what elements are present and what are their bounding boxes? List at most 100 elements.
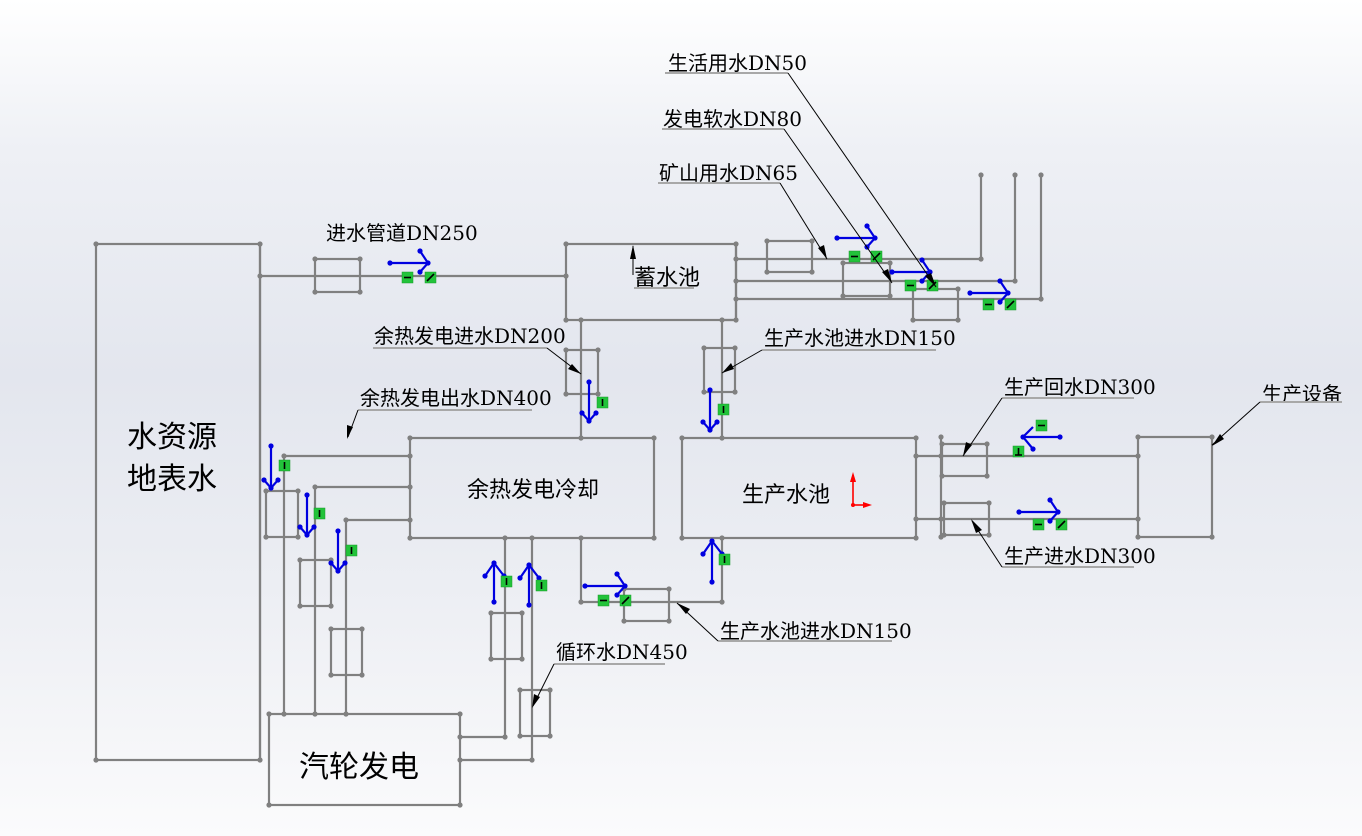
pipe-node [563, 317, 569, 323]
production-pool-label: 生产水池 [742, 483, 830, 508]
inlet-pipe-label: 进水管道DN250 [326, 221, 478, 245]
waste-heat-inlet-label: 余热发电进水DN200 [374, 324, 566, 348]
relation-badge-coincident[interactable] [1055, 518, 1068, 531]
pipe-node [529, 757, 535, 763]
relation-badge-horizontal[interactable] [848, 250, 861, 263]
pipe-node [257, 757, 263, 763]
pipe-node [1012, 172, 1018, 178]
relation-badge-vertical[interactable] [345, 544, 358, 557]
pipe-node [266, 711, 272, 717]
pipe-node [984, 441, 990, 447]
flow-arrow-up-icon [700, 538, 725, 585]
pipe-node [457, 757, 463, 763]
production-pool-block[interactable]: 生产水池 [680, 436, 918, 540]
relation-badge-vertical[interactable] [278, 459, 291, 472]
relation-badge-vertical[interactable] [535, 579, 548, 592]
production-pool-inlet-top-label: 生产水池进水DN150 [764, 326, 956, 350]
pipe-node [679, 535, 685, 541]
pipe-node [578, 599, 584, 605]
storage-pool-block[interactable]: 蓄水池 [564, 242, 738, 322]
relation-badge-coincident[interactable] [424, 271, 437, 284]
pipe-node [563, 273, 569, 279]
pipe-node [1209, 534, 1215, 540]
origin-axis-icon [850, 472, 872, 508]
flow-arrow-left-icon [1020, 426, 1063, 452]
pipe-node [312, 256, 318, 262]
pipe-node [986, 532, 992, 538]
pipe-node [263, 488, 269, 494]
pipe-node [651, 535, 657, 541]
domestic-water-label: 生活用水DN50 [668, 51, 807, 75]
flow-arrow-right-icon [889, 257, 933, 284]
relation-badge-horizontal[interactable] [597, 594, 610, 607]
relation-badge-vertical[interactable] [717, 403, 730, 416]
flow-arrow-right-icon [387, 248, 431, 275]
pipe-node [984, 473, 990, 479]
pipe-node [295, 534, 301, 540]
pipe-nodes [93, 172, 1215, 808]
pipe-node [938, 434, 944, 440]
pipe-node [1209, 434, 1215, 440]
pipe-node [595, 391, 601, 397]
pipe-node [578, 317, 584, 323]
circulating-water-label: 循环水DN450 [556, 640, 688, 664]
relation-badge-horizontal[interactable] [982, 298, 995, 311]
pipe-node [407, 535, 413, 541]
flow-arrow-down-icon [261, 443, 281, 491]
pipe-node [357, 256, 363, 262]
pipe-node [328, 672, 334, 678]
pipe-node [764, 269, 770, 275]
pipe-node [809, 238, 815, 244]
relation-badge-horizontal[interactable] [904, 279, 917, 292]
pipe-node [666, 586, 672, 592]
label-mine-water: 矿山用水DN65 [658, 161, 828, 260]
pipe-node [407, 435, 413, 441]
relation-badge-coincident[interactable] [870, 250, 883, 263]
waste-heat-cooling-label: 余热发电冷却 [467, 478, 599, 503]
pipe-node [266, 802, 272, 808]
flow-arrow-down-icon [297, 492, 317, 538]
relation-badge-vertical[interactable] [718, 553, 731, 566]
label-production-inlet: 生产进水DN300 [971, 519, 1156, 568]
production-equipment-block[interactable] [1136, 435, 1214, 539]
pipe-node [312, 289, 318, 295]
water-source-block[interactable]: 水资源 地表水 [94, 242, 262, 762]
waste-heat-outlet-label: 余热发电出水DN400 [360, 386, 552, 410]
pipe-node [407, 453, 413, 459]
pipe-node [563, 241, 569, 247]
waste-heat-cooling-block[interactable]: 余热发电冷却 [408, 436, 656, 540]
pipe-node [733, 256, 739, 262]
pipe-node [328, 626, 334, 632]
relation-badge-coincident[interactable] [1004, 298, 1017, 311]
pipe-node [719, 599, 725, 605]
relation-badge-horizontal[interactable] [1032, 518, 1045, 531]
pipe-node [297, 557, 303, 563]
pipe-node [563, 391, 569, 397]
relation-badge-horizontal[interactable] [401, 271, 414, 284]
pipe-node [595, 347, 601, 353]
relation-badge-vertical[interactable] [596, 396, 609, 409]
pipe-node [93, 757, 99, 763]
pipe-node [913, 435, 919, 441]
relation-badge-coincident[interactable] [619, 594, 632, 607]
flow-arrow-right-icon [582, 571, 628, 598]
pipe-node [938, 516, 944, 522]
pipe-node [941, 532, 947, 538]
flow-arrow-right-icon [967, 278, 1011, 305]
relation-badge-perpendicular[interactable] [1012, 445, 1025, 458]
flow-arrow-right-icon [1016, 497, 1061, 524]
relation-badge-vertical[interactable] [313, 507, 326, 520]
pipe-node [257, 241, 263, 247]
pipe-node [1038, 172, 1044, 178]
turbine-generation-block[interactable]: 汽轮发电 [267, 712, 462, 807]
pipe-node [939, 473, 945, 479]
pipe-node [978, 256, 984, 262]
relation-badge-vertical[interactable] [500, 575, 513, 588]
pipe-node [263, 534, 269, 540]
pipe-node [732, 345, 738, 351]
relation-badge-horizontal[interactable] [1035, 419, 1048, 432]
pipe-node [986, 500, 992, 506]
pipe-node [328, 603, 334, 609]
production-inlet-label: 生产进水DN300 [1004, 544, 1156, 568]
pipe-node [733, 317, 739, 323]
